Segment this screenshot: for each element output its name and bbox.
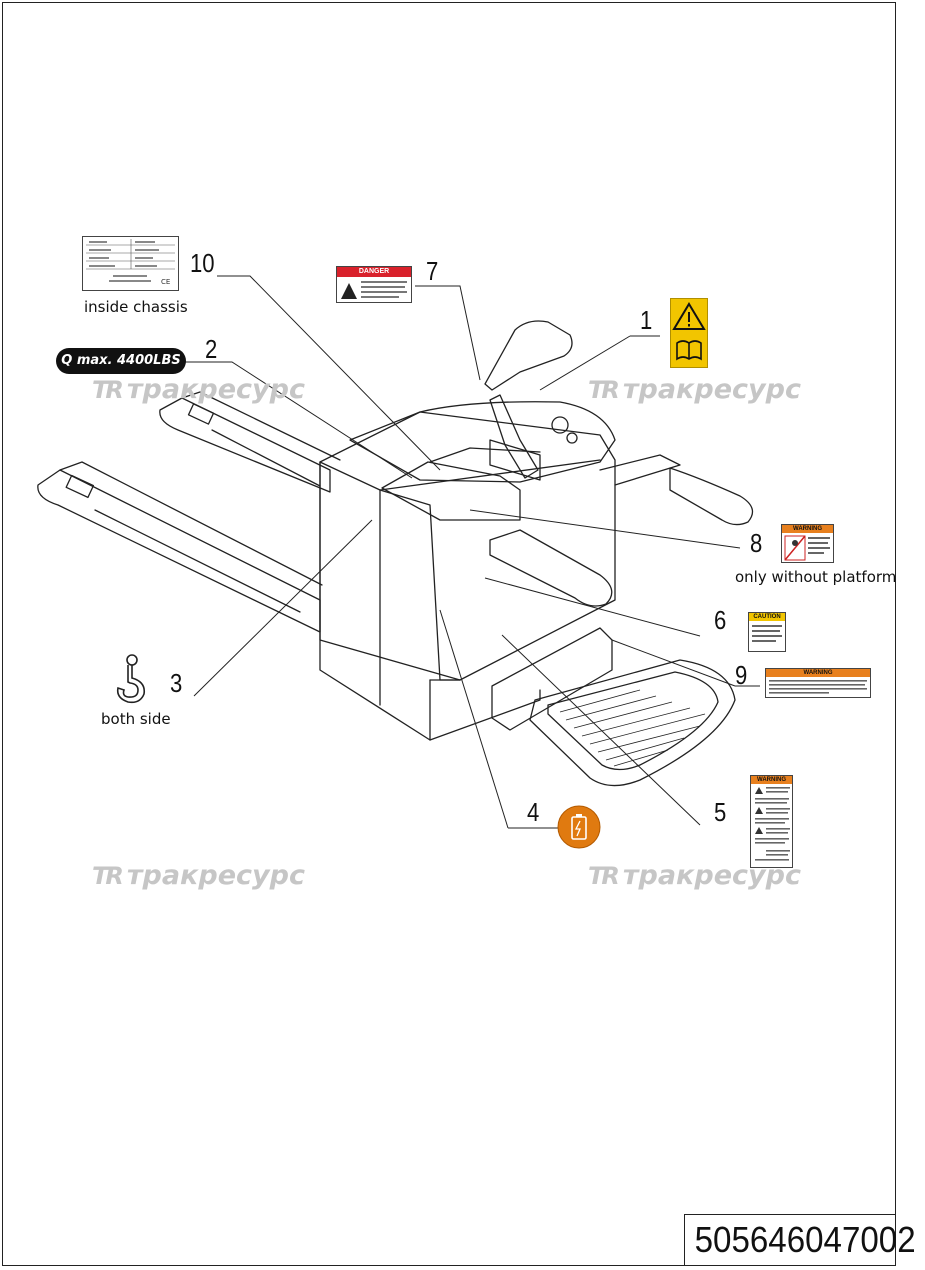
callout-1: 1 [640,305,653,335]
callout-10: 10 [190,248,215,278]
platform-plate [529,659,736,787]
svg-text:CE: CE [161,278,170,286]
manual-book-icon [676,340,702,361]
caption-both-side: both side [101,710,171,728]
warning-label-8: WARNING [781,524,834,563]
caption-inside-chassis: inside chassis [84,298,188,316]
battery-icon [557,805,601,849]
grab-handle-right [669,467,754,526]
callout-4: 4 [527,797,540,827]
danger-text-lines [341,281,407,299]
part-number: 505646047002 [694,1219,916,1260]
callout-9: 9 [735,660,748,690]
warning-label-5: WARNING [750,775,793,868]
drawing-frame [2,2,896,1266]
fork-rear [159,397,331,493]
platform-hatch [559,689,706,767]
callout-3: 3 [170,668,183,698]
grab-handle-left [489,529,613,607]
tiller-arm [489,394,539,479]
leader-lines [183,275,760,829]
warning-triangle-icon [672,302,706,330]
nameplate-label: CE [82,236,179,291]
capacity-label: Q max. 4400LBS [56,348,186,374]
danger-label: DANGER [336,266,412,303]
pallet-truck-drawing [37,275,760,829]
chassis-body [319,411,616,681]
warning-label-9: WARNING [765,668,871,698]
platform-bracket [491,627,613,731]
callout-7: 7 [426,256,439,286]
callout-2: 2 [205,334,218,364]
top-cover [349,401,616,483]
read-manual-label [670,298,708,368]
warning-label-9-head: WARNING [766,669,870,677]
nameplate-icon: CE [86,239,175,286]
part-number-box: 505646047002 [684,1214,916,1266]
warning-label-8-head: WARNING [782,525,833,533]
danger-label-head: DANGER [337,267,411,277]
caution-label-6-head: CAUTION [749,613,785,621]
callout-6: 6 [714,605,727,635]
callout-5: 5 [714,797,727,827]
caption-only-without-platform: only without platform [735,568,897,586]
callout-8: 8 [750,528,763,558]
warning-label-5-head: WARNING [751,776,792,784]
hook-icon [116,654,146,704]
tiller-head [484,320,573,391]
caution-label-6: CAUTION [748,612,786,652]
